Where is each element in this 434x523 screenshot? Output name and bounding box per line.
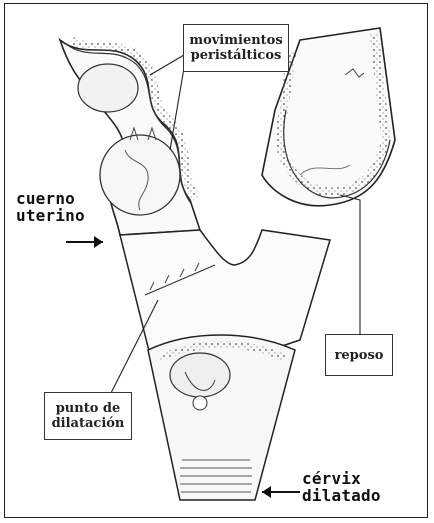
label-punto-line2: dilatación	[52, 416, 125, 431]
cervix-canal	[148, 335, 295, 500]
label-movimientos: movimientos peristálticos	[183, 24, 289, 72]
label-cervix-line1: cérvix	[302, 470, 381, 487]
leader-movimientos-1	[150, 55, 184, 75]
leader-reposo	[340, 195, 360, 340]
arrow-cuerno	[66, 236, 103, 248]
label-movimientos-line2: peristálticos	[191, 48, 282, 63]
label-cervix: cérvix dilatado	[302, 470, 381, 504]
label-movimientos-line1: movimientos	[189, 33, 282, 48]
label-punto-line1: punto de	[56, 401, 121, 416]
arrow-cervix	[262, 486, 300, 498]
label-cuerno-line2: uterino	[16, 207, 85, 224]
label-reposo: reposo	[325, 334, 393, 376]
label-cuerno-line1: cuerno	[16, 190, 85, 207]
label-reposo-line1: reposo	[335, 348, 384, 363]
label-cervix-line2: dilatado	[302, 487, 381, 504]
label-cuerno: cuerno uterino	[16, 190, 85, 224]
label-punto: punto de dilatación	[44, 392, 132, 440]
